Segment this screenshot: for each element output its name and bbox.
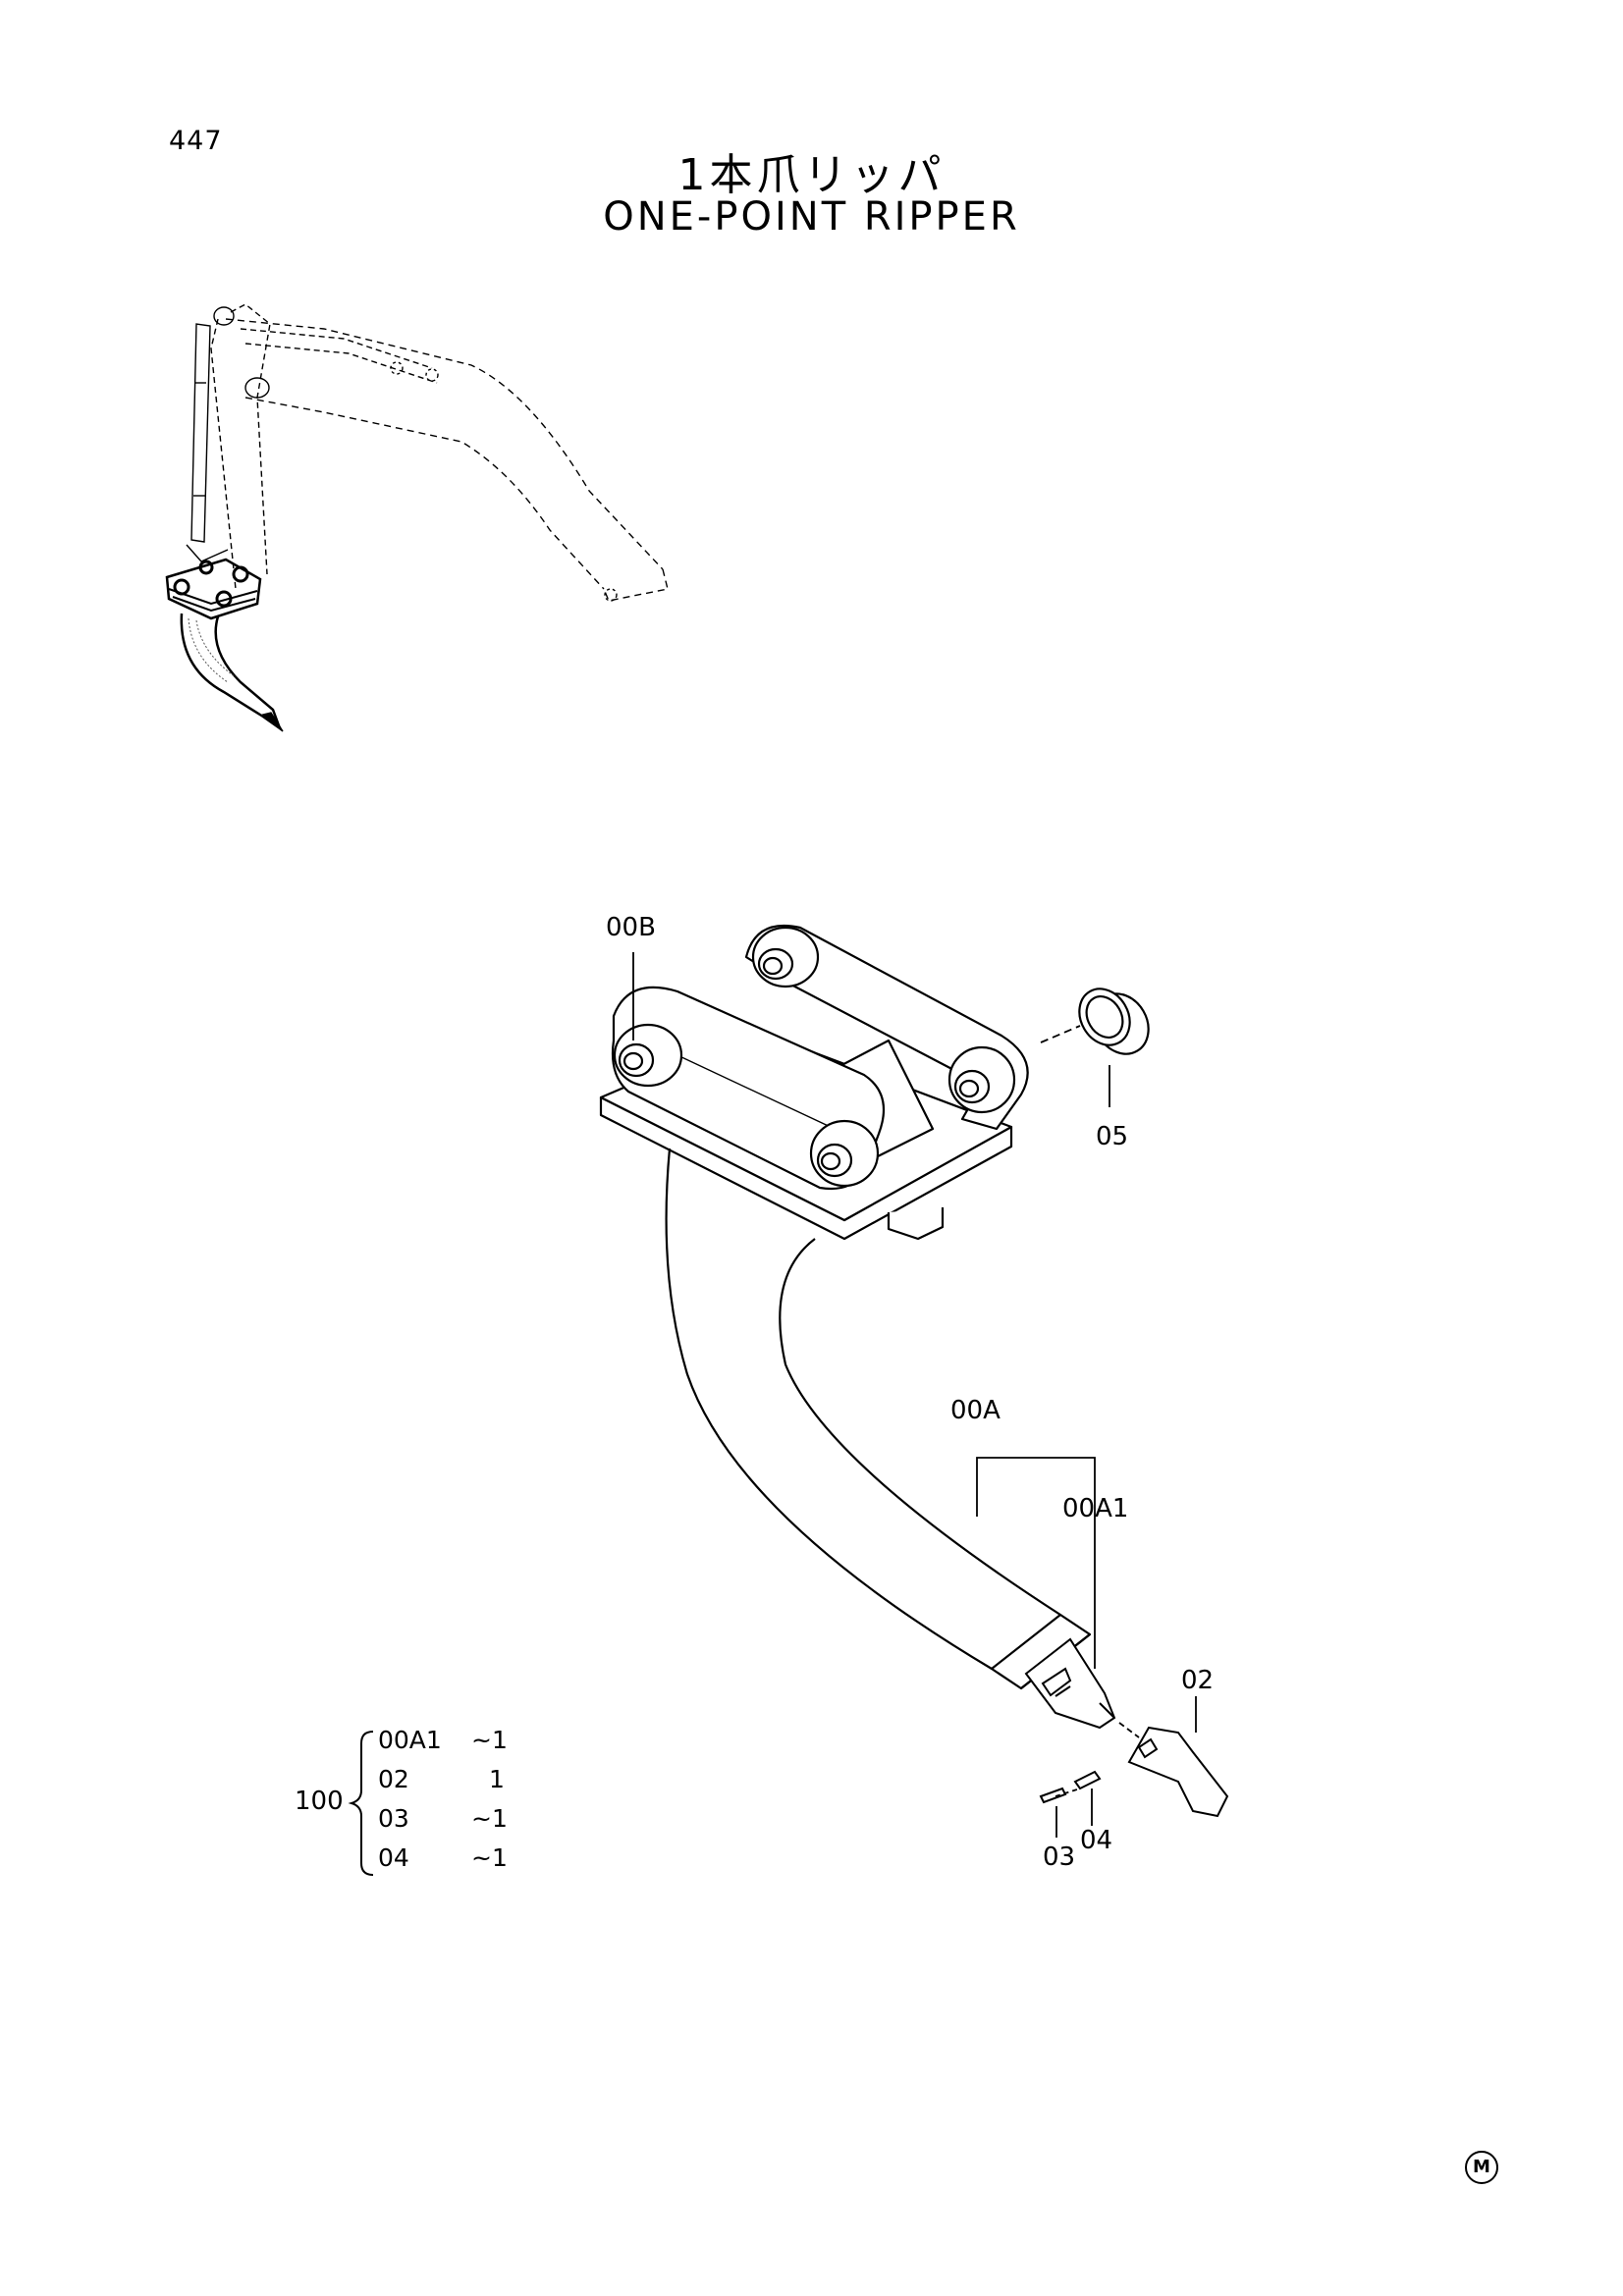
kit-brace (348, 1731, 374, 1876)
ripper-shank (665, 1148, 1092, 1690)
kit-qty: ~1 (471, 1843, 508, 1872)
kit-part: 03 (378, 1804, 409, 1833)
bushing-05 (1078, 988, 1150, 1055)
kit-qty: ~1 (471, 1726, 508, 1754)
title-japanese: 1本爪リッパ (677, 150, 946, 200)
callout-02: 02 (1181, 1666, 1214, 1695)
title-english: ONE-POINT RIPPER (603, 194, 1020, 240)
kit-breakdown: 100 00A1 ~1 02 1 03 ~1 04 ~1 (295, 1726, 530, 1883)
shank-tip (1024, 1637, 1116, 1730)
kit-part: 00A1 (378, 1726, 442, 1754)
kit-part: 04 (378, 1843, 409, 1872)
page-number: 447 (169, 126, 223, 156)
kit-number: 100 (295, 1787, 344, 1816)
circled-m-mark: M (1465, 2151, 1498, 2184)
kit-row: 02 1 (378, 1765, 505, 1793)
callout-05: 05 (1096, 1122, 1128, 1151)
kit-row: 03 ~1 (378, 1804, 508, 1833)
callout-00b: 00B (606, 913, 656, 942)
leader-lines (632, 952, 1197, 1838)
kit-qty: 1 (489, 1765, 505, 1793)
kit-part: 02 (378, 1765, 409, 1793)
callout-00a1: 00A1 (1062, 1494, 1128, 1523)
callout-04: 04 (1080, 1826, 1112, 1855)
overview-illustration (165, 303, 669, 732)
kit-qty: ~1 (471, 1804, 508, 1833)
callout-03: 03 (1043, 1842, 1075, 1872)
bracket-bosses (613, 926, 1016, 1188)
kit-row: 00A1 ~1 (378, 1726, 508, 1754)
kit-row: 04 ~1 (378, 1843, 508, 1872)
tooth-parts (1039, 1726, 1229, 1818)
callout-00a: 00A (950, 1396, 1001, 1425)
